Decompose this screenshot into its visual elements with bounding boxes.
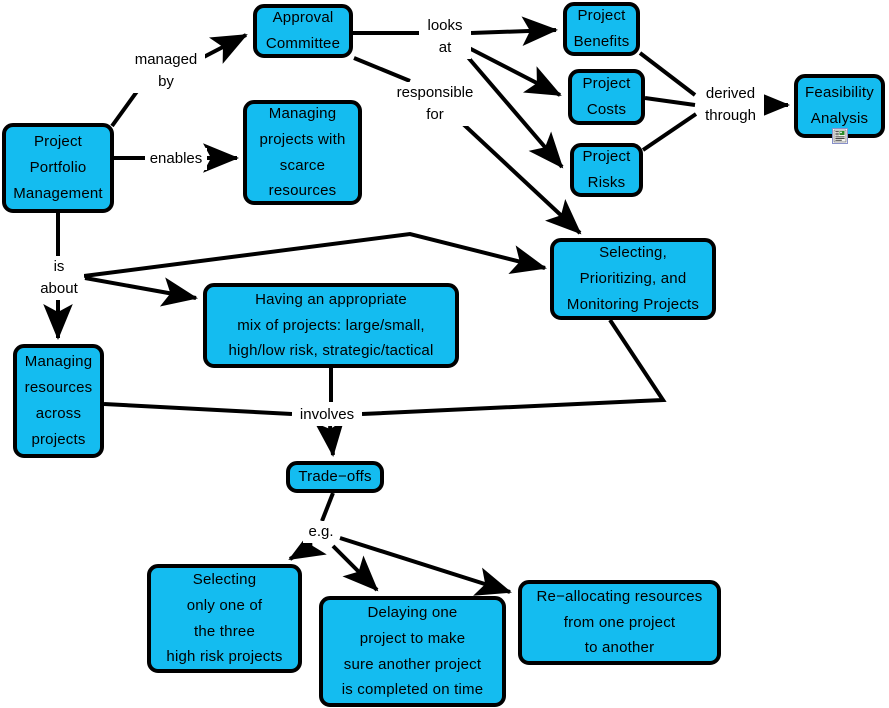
edge-eg-to-reallocating xyxy=(339,536,512,596)
node-line: sure another project xyxy=(343,655,482,673)
edge-responsible-for-to-spm xyxy=(459,120,582,235)
edge-spm-to-involves xyxy=(361,318,667,416)
link-label-line: by xyxy=(158,72,174,90)
node-line: the three xyxy=(193,622,255,640)
node-line: Re−allocating resources xyxy=(536,587,703,605)
node-line: Project xyxy=(577,7,626,25)
node-line: Committee xyxy=(265,35,341,52)
link-label-line: enables xyxy=(149,150,203,167)
node-selecting-prioritizing-monitoring-projects[interactable]: Selecting, Prioritizing, and Monitoring … xyxy=(550,238,716,320)
node-line: Having an appropriate xyxy=(255,290,407,308)
link-label-line: managed xyxy=(134,51,198,68)
edge-eg-to-delaying xyxy=(331,544,379,592)
link-label-line: involves xyxy=(299,406,355,423)
edge-tradeoffs-to-eg xyxy=(320,492,335,522)
node-line: high risk projects xyxy=(166,648,283,666)
node-line: Trade−offs xyxy=(298,468,372,486)
node-line: across xyxy=(35,405,82,422)
edge-looks-at-to-project-benefits xyxy=(470,16,558,46)
node-line: projects xyxy=(31,430,86,448)
node-re-allocating-resources[interactable]: Re−allocating resources from one project… xyxy=(518,580,721,665)
node-line: resources xyxy=(24,379,93,397)
node-line: Selecting, xyxy=(599,244,667,262)
node-line: scarce xyxy=(279,156,326,174)
node-project-benefits[interactable]: Project Benefits xyxy=(563,2,640,56)
node-line: Project xyxy=(582,148,631,166)
link-label-line: about xyxy=(40,279,78,297)
node-line: Analysis xyxy=(810,110,869,127)
link-label-e-g: e.g. xyxy=(303,521,339,543)
link-label-looks-at: looks at xyxy=(419,15,471,59)
link-label-managed-by: managed by xyxy=(127,49,205,93)
node-selecting-only-one-of-three-high-risk-projects[interactable]: Selecting only one of the three high ris… xyxy=(147,564,302,673)
edge-looks-at-to-project-costs xyxy=(466,45,562,97)
node-line: mix of projects: large/small, xyxy=(237,316,425,334)
edge-mgr-across-to-involves xyxy=(103,402,293,416)
node-line: Approval xyxy=(272,9,334,27)
node-line: only one of xyxy=(186,596,263,614)
edge-is-about-to-mix xyxy=(84,276,198,307)
link-label-line: looks xyxy=(427,17,463,34)
link-label-line: is xyxy=(53,258,65,275)
node-line: Benefits xyxy=(573,33,630,50)
link-label-responsible-for: responsible for xyxy=(390,82,480,126)
edge-looks-at-to-project-risks xyxy=(464,53,564,169)
node-line: Costs xyxy=(586,101,627,118)
node-trade-offs[interactable]: Trade−offs xyxy=(286,461,384,493)
edge-is-about-to-spm xyxy=(83,231,547,278)
node-line: projects with xyxy=(259,130,346,148)
node-managing-resources-across-projects[interactable]: Managing resources across projects xyxy=(13,344,104,458)
node-line: from one project xyxy=(563,613,676,631)
node-project-portfolio-management[interactable]: Project Portfolio Management xyxy=(2,123,114,213)
link-label-line: through xyxy=(705,106,756,124)
link-label-line: derived xyxy=(705,85,756,102)
node-line: Project xyxy=(582,75,631,93)
node-project-risks[interactable]: Project Risks xyxy=(570,143,643,197)
node-line: is completed on time xyxy=(341,681,484,699)
edge-involves-to-tradeoffs xyxy=(314,419,345,457)
node-managing-projects-with-scarce-resources[interactable]: Managing projects with scarce resources xyxy=(243,100,362,205)
node-line: to another xyxy=(584,639,655,657)
link-label-involves: involves xyxy=(292,404,362,426)
node-line: Management xyxy=(13,184,103,202)
link-label-derived-through: derived through xyxy=(697,83,764,127)
node-feasibility-analysis[interactable]: Feasibility Analysis xyxy=(794,74,885,138)
node-line: Delaying one xyxy=(367,603,458,621)
link-label-line: e.g. xyxy=(308,523,334,540)
node-line: Managing xyxy=(24,353,93,371)
node-line: Project xyxy=(33,133,83,151)
node-line: Monitoring Projects xyxy=(566,295,700,313)
link-label-line: for xyxy=(426,105,444,123)
node-line: Feasibility xyxy=(805,84,874,102)
edge-risks-to-derived-through xyxy=(641,112,698,152)
link-label-is-about: is about xyxy=(34,256,84,300)
document-picture-icon[interactable] xyxy=(832,128,848,144)
edge-eg-to-selecting-one xyxy=(288,528,327,561)
node-approval-committee[interactable]: Approval Committee xyxy=(253,4,353,58)
node-project-costs[interactable]: Project Costs xyxy=(568,69,645,125)
node-delaying-one-project[interactable]: Delaying one project to make sure anothe… xyxy=(319,596,506,707)
node-line: resources xyxy=(268,182,337,200)
node-line: Risks xyxy=(587,174,626,191)
node-line: project to make xyxy=(359,629,466,647)
node-line: Selecting xyxy=(192,570,257,588)
node-line: high/low risk, strategic/tactical xyxy=(228,342,434,360)
node-having-appropriate-mix-of-projects[interactable]: Having an appropriate mix of projects: l… xyxy=(203,283,459,368)
node-line: Prioritizing, and xyxy=(579,270,687,288)
edge-approval-to-responsible-for xyxy=(353,56,411,83)
node-line: Portfolio xyxy=(29,159,87,177)
edge-benefits-to-derived-through xyxy=(638,51,697,97)
node-line: Managing xyxy=(268,104,337,122)
link-label-line: responsible xyxy=(396,84,474,101)
link-label-enables: enables xyxy=(145,148,207,170)
edge-costs-to-derived-through xyxy=(644,96,696,107)
link-label-line: at xyxy=(438,38,452,56)
